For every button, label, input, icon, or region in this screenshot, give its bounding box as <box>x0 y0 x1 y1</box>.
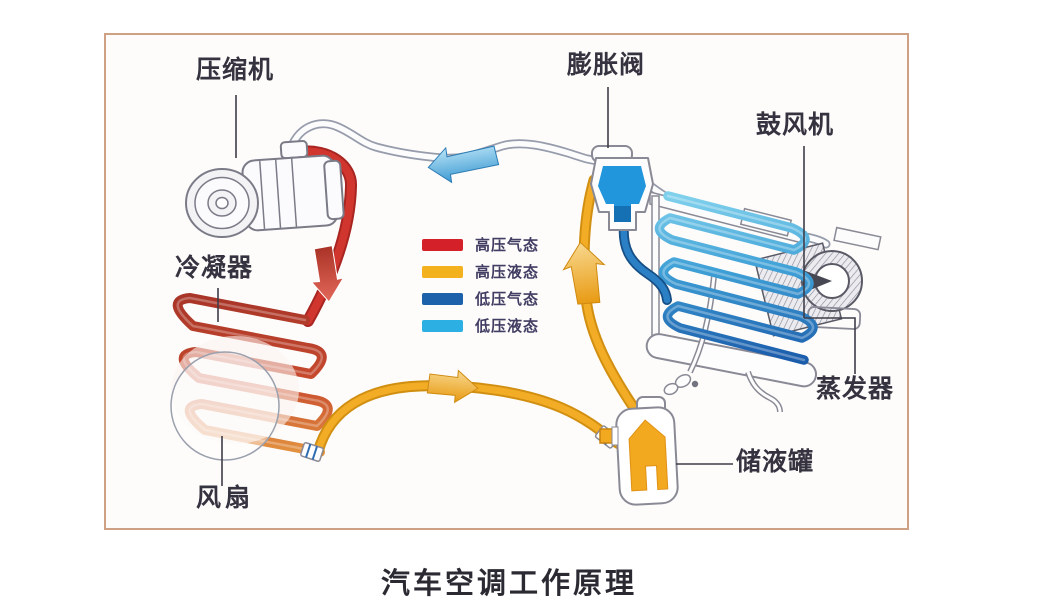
liquid-pipe <box>312 380 630 458</box>
compressor-illustration <box>185 139 345 238</box>
pipe-fitting <box>300 442 324 462</box>
evaporator-coil <box>654 191 818 365</box>
label-fan: 风扇 <box>196 483 255 512</box>
label-condenser: 冷凝器 <box>175 253 254 282</box>
legend-label: 低压气态 <box>475 290 540 308</box>
expansion-valve-illustration <box>590 145 654 231</box>
diagram-title: 汽车空调工作原理 <box>380 566 637 600</box>
leader-lines <box>217 87 856 486</box>
legend-label: 高压气态 <box>475 236 540 254</box>
fan-illustration <box>170 336 299 461</box>
legend-item-high-pressure-gas: 高压气态 <box>422 231 539 258</box>
label-compressor: 压缩机 <box>196 55 275 84</box>
label-evaporator: 蒸发器 <box>816 374 895 403</box>
legend-swatch-low-pressure-liquid <box>422 319 463 332</box>
legend-item-low-pressure-gas: 低压气态 <box>422 285 539 312</box>
legend-item-low-pressure-liquid: 低压液态 <box>422 312 539 339</box>
label-blower: 鼓风机 <box>756 110 835 139</box>
high-pressure-liquid-arrow-up <box>562 241 606 305</box>
label-receiver-drier: 储液罐 <box>736 447 815 476</box>
legend-swatch-low-pressure-gas <box>422 292 463 305</box>
low-pressure-flow-arrow <box>427 145 500 184</box>
legend-item-high-pressure-liquid: 高压液态 <box>422 258 539 285</box>
receiver-drier-illustration <box>599 396 679 506</box>
legend-swatch-high-pressure-liquid <box>422 265 463 278</box>
valve-to-evaporator-pipe <box>618 219 672 305</box>
legend-label: 低压液态 <box>475 317 540 335</box>
label-expansion-valve: 膨胀阀 <box>567 50 646 79</box>
high-pressure-gas-arrow <box>310 244 345 303</box>
legend-swatch-high-pressure-gas <box>422 238 463 251</box>
legend-label: 高压液态 <box>475 263 540 281</box>
high-pressure-liquid-arrow-right <box>426 369 479 404</box>
legend: 高压气态 高压液态 低压气态 低压液态 <box>422 231 539 339</box>
